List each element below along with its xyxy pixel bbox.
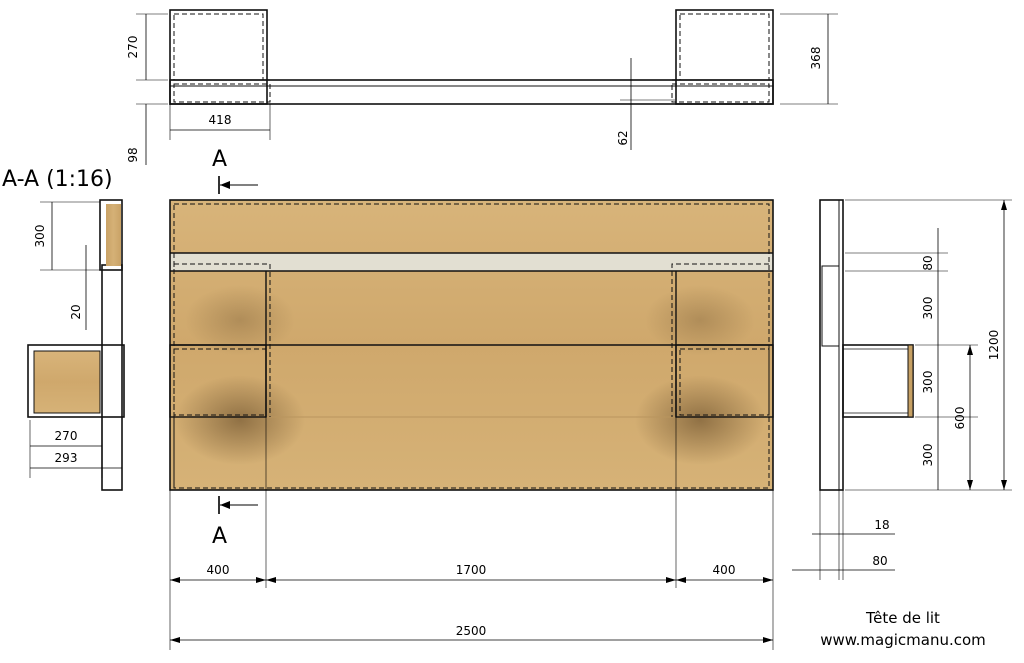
front-view: A A 400 1700 400 2500 <box>169 147 774 650</box>
dim-front-400-right: 400 <box>713 563 736 577</box>
section-back-panel <box>101 264 123 491</box>
footer-website: www.magicmanu.com <box>820 631 986 649</box>
dim-side-300-b: 300 <box>921 371 935 394</box>
dim-top-368: 368 <box>809 47 823 70</box>
dim-sec-20: 20 <box>69 304 83 319</box>
dim-top-98: 98 <box>126 147 140 162</box>
section-label: A-A (1:16) <box>2 167 113 192</box>
dim-side-18: 18 <box>874 518 889 532</box>
top-view-right-box <box>675 9 774 105</box>
front-light-strip <box>170 253 773 271</box>
side-view: 80 300 300 300 600 1200 18 80 <box>792 199 1012 580</box>
side-back-panel <box>819 199 844 491</box>
dim-side-300-a: 300 <box>921 297 935 320</box>
footer-title: Tête de lit <box>865 609 940 627</box>
section-top-strip <box>99 199 123 271</box>
dim-side-80-bottom: 80 <box>872 554 887 568</box>
dim-side-1200: 1200 <box>987 330 1001 361</box>
section-shelf-box <box>27 344 125 418</box>
dim-front-2500: 2500 <box>456 624 487 638</box>
dim-side-600: 600 <box>953 407 967 430</box>
top-view-left-box <box>169 9 268 105</box>
dim-side-300-c: 300 <box>921 444 935 467</box>
dim-front-1700: 1700 <box>456 563 487 577</box>
cut-letter-top: A <box>212 147 227 172</box>
dim-side-80-top: 80 <box>921 255 935 270</box>
dim-sec-293: 293 <box>55 451 78 465</box>
side-shelf-box <box>842 344 914 418</box>
dim-top-418: 418 <box>209 113 232 127</box>
dim-top-270: 270 <box>126 36 140 59</box>
top-view: 270 98 418 62 368 <box>126 9 838 165</box>
dim-sec-270: 270 <box>55 429 78 443</box>
cut-letter-bottom: A <box>212 524 227 549</box>
dim-sec-300: 300 <box>33 225 47 248</box>
dim-top-62: 62 <box>616 130 630 145</box>
dim-front-400-left: 400 <box>207 563 230 577</box>
section-view: A-A (1:16) 300 20 270 293 <box>2 167 125 491</box>
